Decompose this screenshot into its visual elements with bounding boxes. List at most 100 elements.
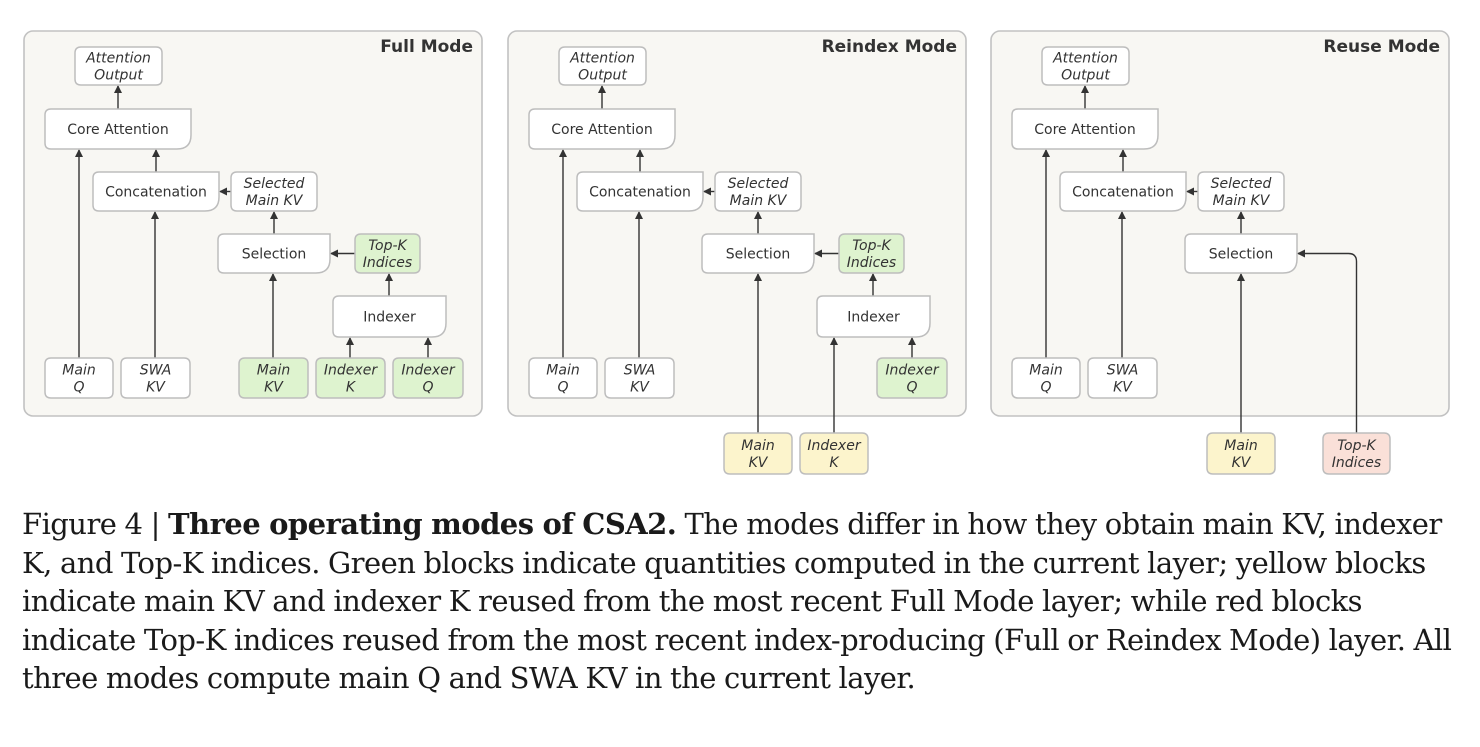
node-label: Concatenation <box>589 185 691 201</box>
node-box <box>217 233 331 274</box>
node-label: Top-K <box>368 238 408 254</box>
node-label: Q <box>422 380 433 396</box>
node-label: Indexer <box>401 363 455 379</box>
node-label: Main <box>1029 363 1062 379</box>
node-label: Main KV <box>246 193 304 209</box>
node-box <box>1059 171 1187 212</box>
node-concat: Concatenation <box>1059 171 1187 212</box>
node-label: Core Attention <box>1034 122 1135 138</box>
panel-title: Reindex Mode <box>822 37 957 57</box>
node-label: Q <box>73 380 84 396</box>
node-box <box>230 171 318 212</box>
node-label: Main <box>257 363 290 379</box>
node-label: Output <box>578 68 627 84</box>
node-label: Q <box>557 380 568 396</box>
node-box <box>1011 108 1159 150</box>
node-label: Q <box>906 380 917 396</box>
node-box <box>354 233 421 274</box>
node-label: Indexer <box>885 363 939 379</box>
node-label: Core Attention <box>551 122 652 138</box>
node-box <box>876 357 948 399</box>
node-indexer: Indexer <box>332 295 447 338</box>
node-label: Q <box>1040 380 1051 396</box>
node-label: Output <box>94 68 143 84</box>
node-box <box>558 46 647 86</box>
node-label: Concatenation <box>1072 185 1174 201</box>
node-box <box>1184 233 1298 274</box>
node-box <box>120 357 191 399</box>
node-label: KV <box>146 380 166 396</box>
node-label: Attention <box>569 51 635 67</box>
caption-label: Figure 4 | <box>22 507 168 541</box>
arrow-exttopk-to-select <box>1297 249 1358 433</box>
node-box <box>74 46 163 86</box>
node-label: Selected <box>1211 176 1272 192</box>
node-label: Top-K <box>852 238 892 254</box>
node-label: KV <box>264 380 284 396</box>
node-label: KV <box>1113 380 1133 396</box>
node-label: SWA <box>1107 363 1139 379</box>
node-box <box>44 108 192 150</box>
node-label: Indexer <box>363 310 416 326</box>
node-indexer: Indexer <box>816 295 931 338</box>
node-box <box>1322 432 1391 475</box>
node-label: SWA <box>140 363 172 379</box>
node-select: Selection <box>701 233 815 274</box>
node-box <box>1197 171 1285 212</box>
node-label: Indexer <box>807 438 861 454</box>
caption-body: The modes differ in how they obtain main… <box>22 507 1452 695</box>
node-box <box>576 171 704 212</box>
node-label: Selected <box>244 176 305 192</box>
node-box <box>528 108 676 150</box>
node-box <box>1011 357 1081 399</box>
node-box <box>528 357 598 399</box>
node-label: Top-K <box>1337 438 1377 454</box>
node-box <box>799 432 869 475</box>
node-select: Selection <box>217 233 331 274</box>
node-box <box>1206 432 1276 475</box>
node-label: Indices <box>363 255 412 271</box>
node-box <box>1041 46 1130 86</box>
node-label: Concatenation <box>105 185 207 201</box>
node-label: Core Attention <box>67 122 168 138</box>
node-label: Selection <box>726 247 791 263</box>
node-box <box>392 357 464 399</box>
node-box <box>604 357 675 399</box>
node-label: KV <box>1232 455 1252 471</box>
node-select: Selection <box>1184 233 1298 274</box>
panel-title: Reuse Mode <box>1323 37 1440 57</box>
panel-title: Full Mode <box>380 37 473 57</box>
node-label: Attention <box>85 51 151 67</box>
node-label: Main <box>741 438 774 454</box>
node-label: Main <box>546 363 579 379</box>
node-box <box>44 357 114 399</box>
node-label: Indices <box>847 255 896 271</box>
node-box <box>816 295 931 338</box>
node-label: Main KV <box>730 193 788 209</box>
node-label: K <box>829 455 840 471</box>
node-concat: Concatenation <box>92 171 220 212</box>
node-box <box>1087 357 1158 399</box>
node-box <box>714 171 802 212</box>
node-label: Main <box>62 363 95 379</box>
